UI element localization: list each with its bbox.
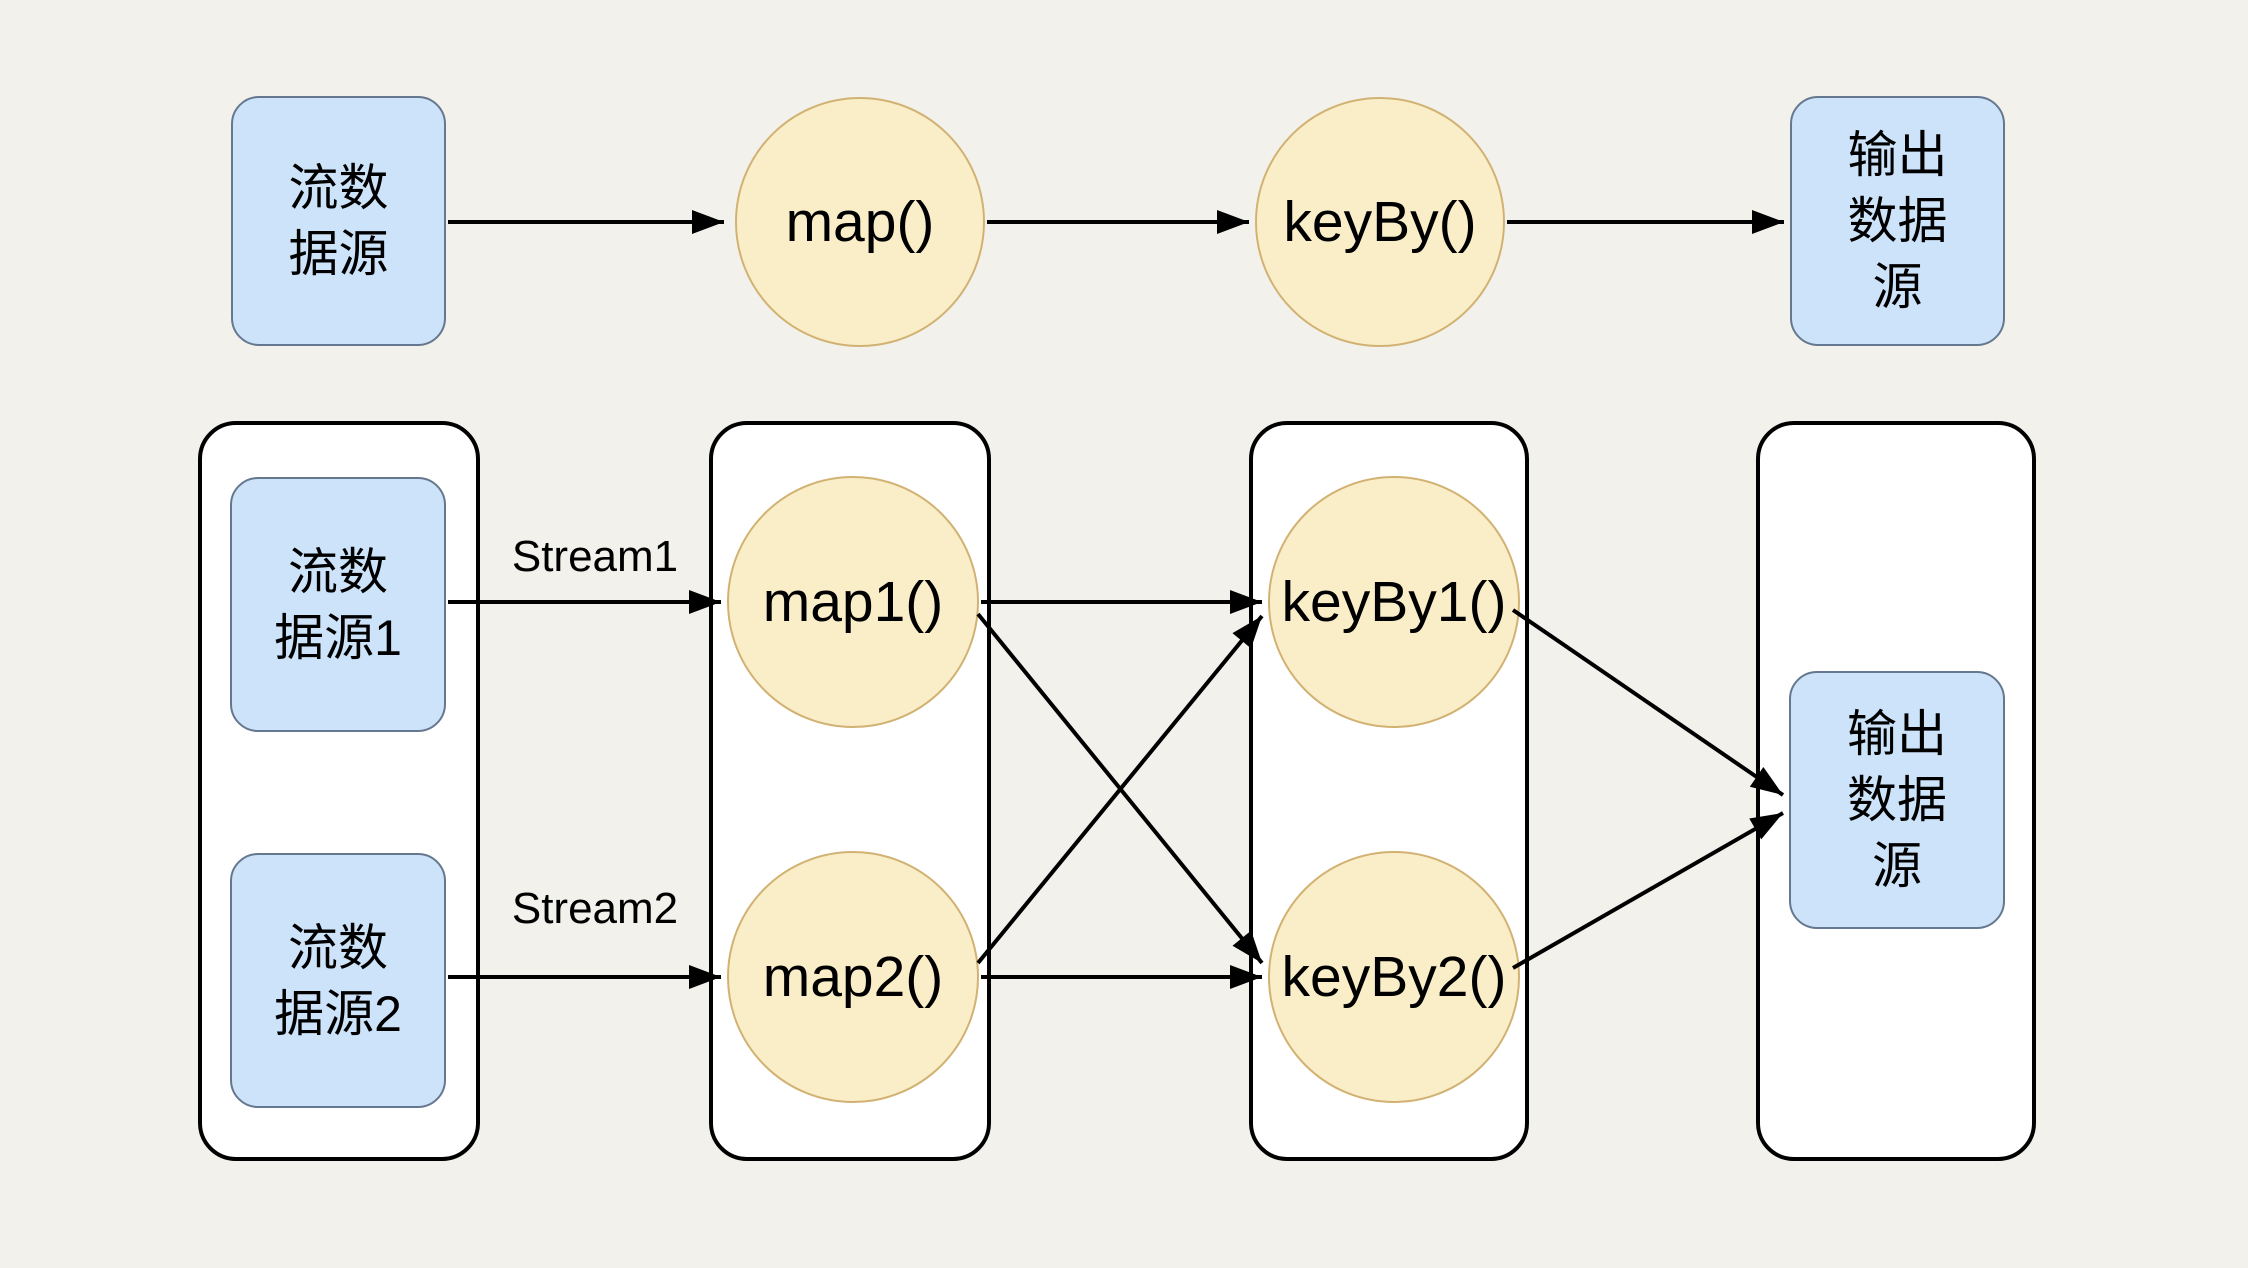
source1-label: 流数 据源1 (274, 543, 402, 666)
top-source-label: 流数 据源 (288, 160, 389, 282)
top-sink-label: 输出 数据 源 (1847, 127, 1948, 315)
stream1-edge-label: Stream1 (511, 532, 679, 581)
top-sink-node: 输出 数据 源 (1790, 96, 2005, 346)
bottom-sink-node: 输出 数据 源 (1789, 671, 2005, 929)
keyby1-label: keyBy1() (1281, 570, 1507, 634)
map2-operator-node: map2() (727, 851, 979, 1103)
keyby2-label: keyBy2() (1281, 945, 1507, 1009)
edge-map2-to-keyby1 (976, 614, 1264, 965)
top-map-label: map() (785, 190, 935, 254)
stream2-edge-label: Stream2 (511, 884, 679, 933)
keyby1-operator-node: keyBy1() (1268, 476, 1520, 728)
map2-label: map2() (762, 945, 944, 1009)
top-keyby-operator-node: keyBy() (1255, 97, 1505, 347)
edge-map1-to-keyby2 (976, 612, 1264, 965)
top-keyby-label: keyBy() (1283, 190, 1477, 254)
map1-label: map1() (762, 570, 944, 634)
source2-node: 流数 据源2 (230, 853, 446, 1108)
map1-operator-node: map1() (727, 476, 979, 728)
bottom-sink-label: 输出 数据 源 (1847, 706, 1947, 894)
source2-label: 流数 据源2 (274, 919, 402, 1042)
top-source-node: 流数 据源 (231, 96, 446, 346)
top-map-operator-node: map() (735, 97, 985, 347)
edge-keyby1-to-sink (1511, 608, 1785, 797)
edge-keyby2-to-sink (1512, 811, 1784, 970)
source1-node: 流数 据源1 (230, 477, 446, 732)
keyby2-operator-node: keyBy2() (1268, 851, 1520, 1103)
